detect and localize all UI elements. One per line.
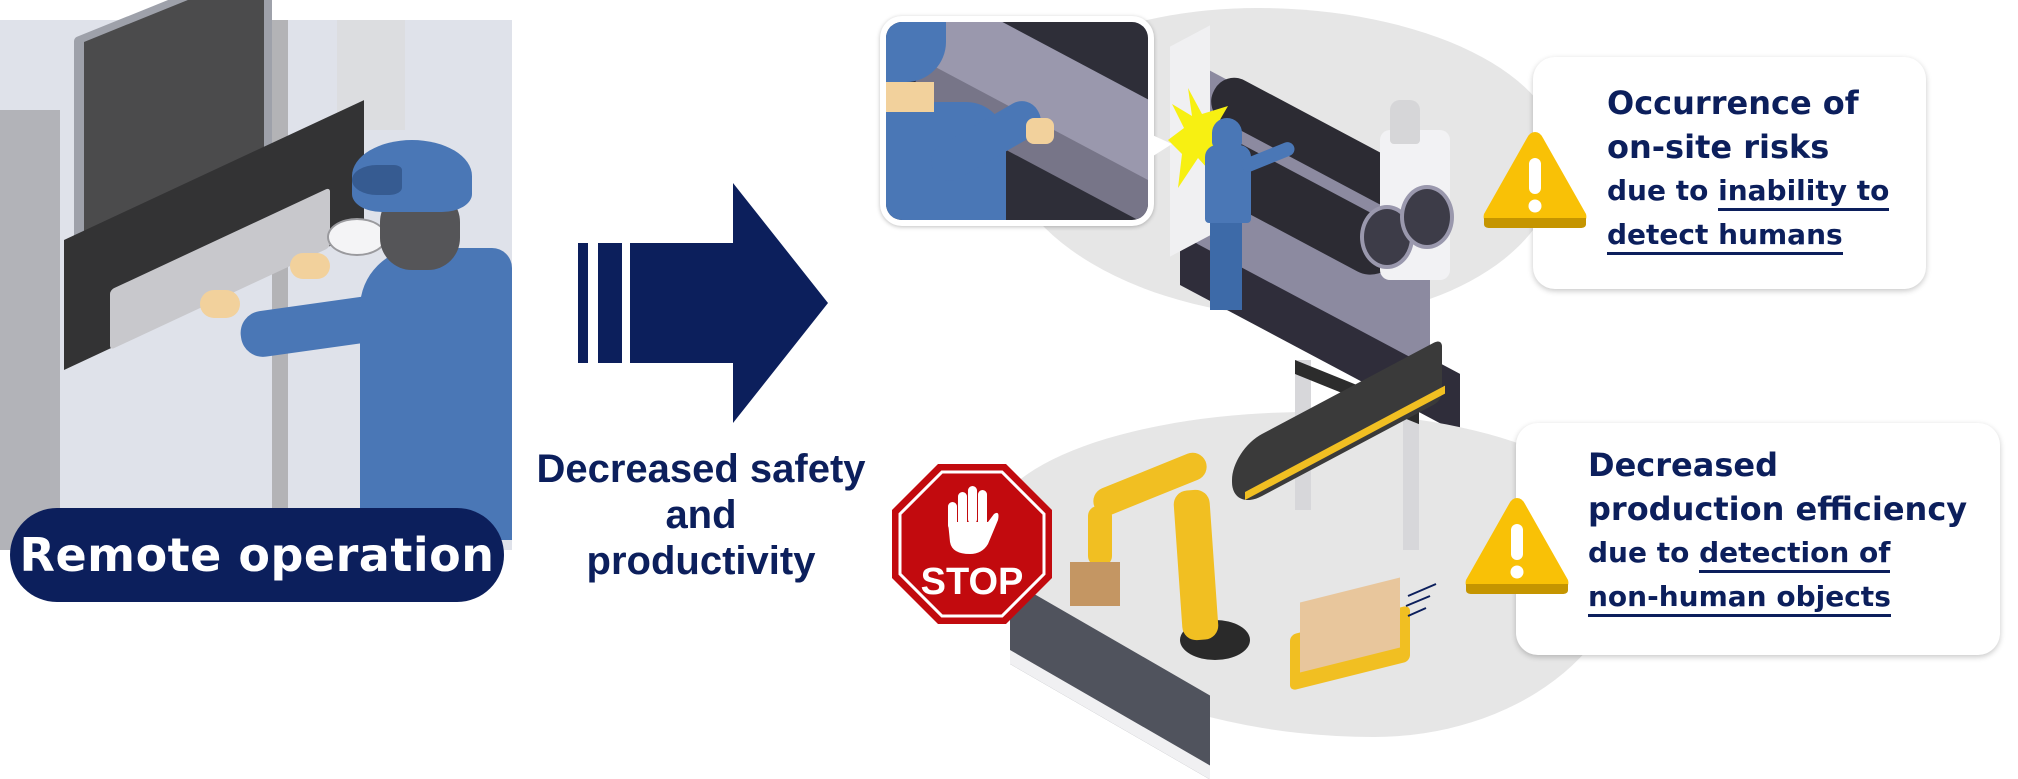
- worker-hand: [200, 290, 240, 318]
- card-line-1: Decreased: [1588, 446, 1778, 484]
- stop-sign-icon: STOP: [892, 464, 1052, 624]
- card-line-3-prefix: due to: [1588, 536, 1700, 569]
- caption-line-3: productivity: [586, 539, 816, 583]
- warning-triangle-icon: [1465, 498, 1569, 594]
- motion-lines-icon: [1405, 583, 1437, 617]
- card-line-1: Occurrence of: [1607, 84, 1859, 122]
- risk-card-text: Decreased production efficiency due to d…: [1588, 443, 1967, 619]
- worker-legs: [1210, 222, 1242, 310]
- risk-card-safety: Occurrence of on-site risks due to inabi…: [1533, 57, 1926, 289]
- card-line-3-emphasis: inability to: [1718, 174, 1890, 211]
- machine-knob: [1390, 100, 1420, 144]
- worker-body: [1205, 145, 1251, 223]
- card-line-2: on-site risks: [1607, 128, 1830, 166]
- caption-line-1: Decreased safety: [536, 447, 866, 491]
- worker-cap-icon: [1212, 118, 1242, 148]
- card-line-4-emphasis: non-human objects: [1588, 580, 1891, 617]
- worker-body: [360, 248, 512, 540]
- remote-operation-label: Remote operation: [10, 508, 504, 602]
- zoom-inset: [880, 16, 1154, 226]
- cardboard-box-icon: [1070, 562, 1120, 606]
- card-line-4: detect humans: [1607, 213, 1889, 257]
- card-line-3-prefix: due to: [1607, 174, 1719, 207]
- mouse-icon: [327, 218, 387, 256]
- card-line-3: due to inability to: [1607, 169, 1890, 213]
- impact-burst-icon: [1168, 88, 1238, 188]
- card-line-4-emphasis: detect humans: [1607, 218, 1843, 255]
- worker-face-closeup: [886, 82, 934, 112]
- warning-triangle-icon: [1483, 132, 1587, 228]
- cabinet-pillar: [272, 20, 288, 550]
- worker-cap-brim: [352, 165, 402, 195]
- roller-end: [1400, 185, 1454, 249]
- cabinet-side: [0, 110, 60, 550]
- gantry-post: [1403, 400, 1419, 550]
- risk-card-efficiency: Decreased production efficiency due to d…: [1516, 423, 2000, 655]
- hand-icon: [948, 486, 999, 554]
- risk-card-text: Occurrence of on-site risks due to inabi…: [1607, 81, 1890, 257]
- card-line-2: production efficiency: [1588, 490, 1968, 528]
- caption-line-2: and: [665, 493, 737, 537]
- card-line-4: non-human objects: [1588, 575, 1967, 619]
- remote-operation-text: Remote operation: [19, 528, 495, 582]
- worker-hand-closeup: [1026, 118, 1054, 144]
- stop-text: STOP: [921, 561, 1024, 603]
- robot-gripper: [1088, 506, 1112, 566]
- zoom-inset-pointer: [1150, 134, 1172, 158]
- striped-right-arrow-icon: [578, 183, 828, 423]
- zoom-inset-image: [886, 22, 1148, 220]
- card-line-3: due to detection of: [1588, 531, 1967, 575]
- decreased-safety-caption: Decreased safety and productivity: [520, 446, 882, 584]
- worker-hand: [290, 253, 330, 279]
- card-line-3-emphasis: detection of: [1699, 536, 1891, 573]
